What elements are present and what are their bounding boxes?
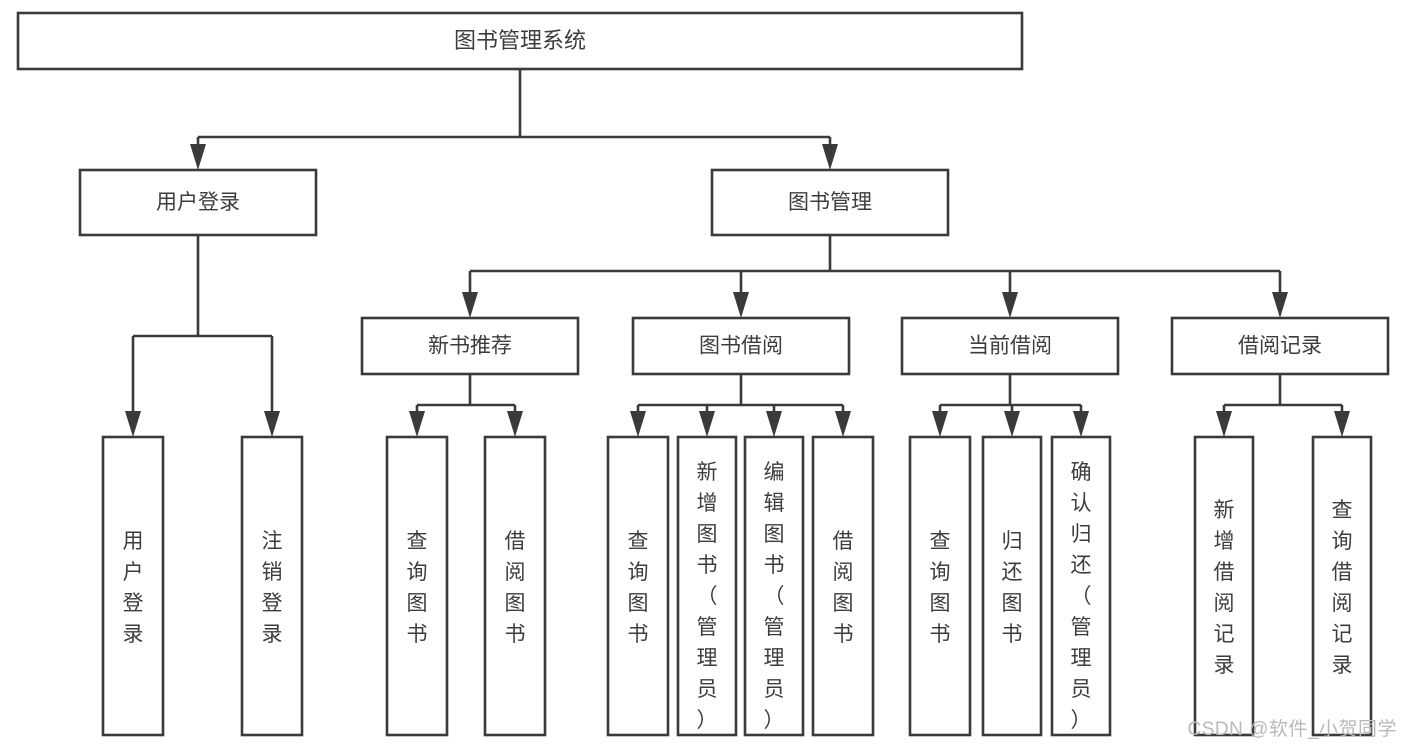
node-leaf-edit-book[interactable]: 编辑图书（管理员） xyxy=(743,435,805,737)
node-label-leaf-query-record: 查询借阅记录 xyxy=(1332,499,1353,677)
node-box-leaf-return-book xyxy=(981,435,1043,737)
node-leaf-user-login[interactable]: 用户登录 xyxy=(101,435,165,737)
node-box-new-book-rec xyxy=(360,316,580,376)
node-box-book-borrow xyxy=(631,316,851,376)
connector-edge-bookmanage-to-l3 xyxy=(462,235,1288,318)
connector-edge-borrowrecord-to-leaves xyxy=(1216,374,1350,437)
node-leaf-add-book[interactable]: 新增图书（管理员） xyxy=(676,435,738,737)
node-root[interactable]: 图书管理系统 xyxy=(16,11,1024,71)
node-label-leaf-query-book-1: 查询图书 xyxy=(407,530,428,646)
node-label-leaf-query-book-2: 查询图书 xyxy=(628,530,649,646)
node-leaf-add-record[interactable]: 新增借阅记录 xyxy=(1193,435,1255,737)
node-box-leaf-borrow-book-2 xyxy=(811,435,875,737)
node-box-book-manage xyxy=(710,168,950,237)
node-leaf-return-book[interactable]: 归还图书 xyxy=(981,435,1043,737)
node-leaf-query-record[interactable]: 查询借阅记录 xyxy=(1311,435,1373,737)
node-leaf-logout-login[interactable]: 注销登录 xyxy=(240,435,304,737)
connector-edge-currentborrow-to-leaves xyxy=(932,374,1089,437)
node-current-borrow[interactable]: 当前借阅 xyxy=(900,316,1120,376)
node-box-root xyxy=(16,11,1024,71)
node-label-current-borrow: 当前借阅 xyxy=(968,335,1052,358)
node-borrow-record[interactable]: 借阅记录 xyxy=(1170,316,1390,376)
node-layer: 图书管理系统用户登录图书管理新书推荐图书借阅当前借阅借阅记录用户登录注销登录查询… xyxy=(16,11,1390,737)
node-box-current-borrow xyxy=(900,316,1120,376)
node-label-leaf-query-book-3: 查询图书 xyxy=(930,530,951,646)
node-leaf-borrow-book-2[interactable]: 借阅图书 xyxy=(811,435,875,737)
node-new-book-rec[interactable]: 新书推荐 xyxy=(360,316,580,376)
connector-edge-root-to-l2 xyxy=(190,69,838,170)
node-box-leaf-add-record xyxy=(1193,435,1255,737)
node-user-login[interactable]: 用户登录 xyxy=(78,168,318,237)
node-box-user-login xyxy=(78,168,318,237)
node-box-leaf-add-book xyxy=(676,435,738,737)
node-label-book-borrow: 图书借阅 xyxy=(699,335,783,358)
node-label-leaf-add-book: 新增图书（管理员） xyxy=(697,461,718,732)
watermark-text: CSDN @软件_小贺同学 xyxy=(1187,719,1397,740)
node-label-leaf-borrow-book-2: 借阅图书 xyxy=(833,530,854,646)
node-label-user-login: 用户登录 xyxy=(156,191,240,214)
node-leaf-confirm-return[interactable]: 确认归还（管理员） xyxy=(1050,435,1112,737)
connector-edge-newbook-to-leaves xyxy=(409,374,523,437)
node-label-leaf-add-record: 新增借阅记录 xyxy=(1214,499,1235,677)
node-box-leaf-query-book-3 xyxy=(908,435,972,737)
node-box-leaf-logout-login xyxy=(240,435,304,737)
node-label-leaf-return-book: 归还图书 xyxy=(1002,530,1023,646)
node-label-book-manage: 图书管理 xyxy=(788,191,872,214)
node-leaf-query-book-3[interactable]: 查询图书 xyxy=(908,435,972,737)
node-box-leaf-confirm-return xyxy=(1050,435,1112,737)
node-label-leaf-user-login: 用户登录 xyxy=(123,530,144,646)
node-leaf-query-book-1[interactable]: 查询图书 xyxy=(385,435,449,737)
node-box-borrow-record xyxy=(1170,316,1390,376)
node-leaf-query-book-2[interactable]: 查询图书 xyxy=(606,435,670,737)
node-label-borrow-record: 借阅记录 xyxy=(1238,335,1322,358)
node-box-leaf-edit-book xyxy=(743,435,805,737)
node-box-leaf-query-record xyxy=(1311,435,1373,737)
node-box-leaf-user-login xyxy=(101,435,165,737)
node-label-new-book-rec: 新书推荐 xyxy=(428,335,512,358)
node-book-borrow[interactable]: 图书借阅 xyxy=(631,316,851,376)
connector-layer xyxy=(125,69,1350,437)
node-label-root: 图书管理系统 xyxy=(454,28,586,53)
node-box-leaf-borrow-book-1 xyxy=(483,435,547,737)
connector-edge-bookborrow-to-leaves xyxy=(630,374,851,437)
node-label-leaf-borrow-book-1: 借阅图书 xyxy=(505,530,526,646)
node-label-leaf-edit-book: 编辑图书（管理员） xyxy=(764,461,785,732)
node-book-manage[interactable]: 图书管理 xyxy=(710,168,950,237)
node-box-leaf-query-book-2 xyxy=(606,435,670,737)
connector-edge-userlogin-to-leaves xyxy=(125,235,280,437)
node-label-leaf-confirm-return: 确认归还（管理员） xyxy=(1071,461,1092,732)
node-box-leaf-query-book-1 xyxy=(385,435,449,737)
node-label-leaf-logout-login: 注销登录 xyxy=(262,530,283,646)
node-leaf-borrow-book-1[interactable]: 借阅图书 xyxy=(483,435,547,737)
